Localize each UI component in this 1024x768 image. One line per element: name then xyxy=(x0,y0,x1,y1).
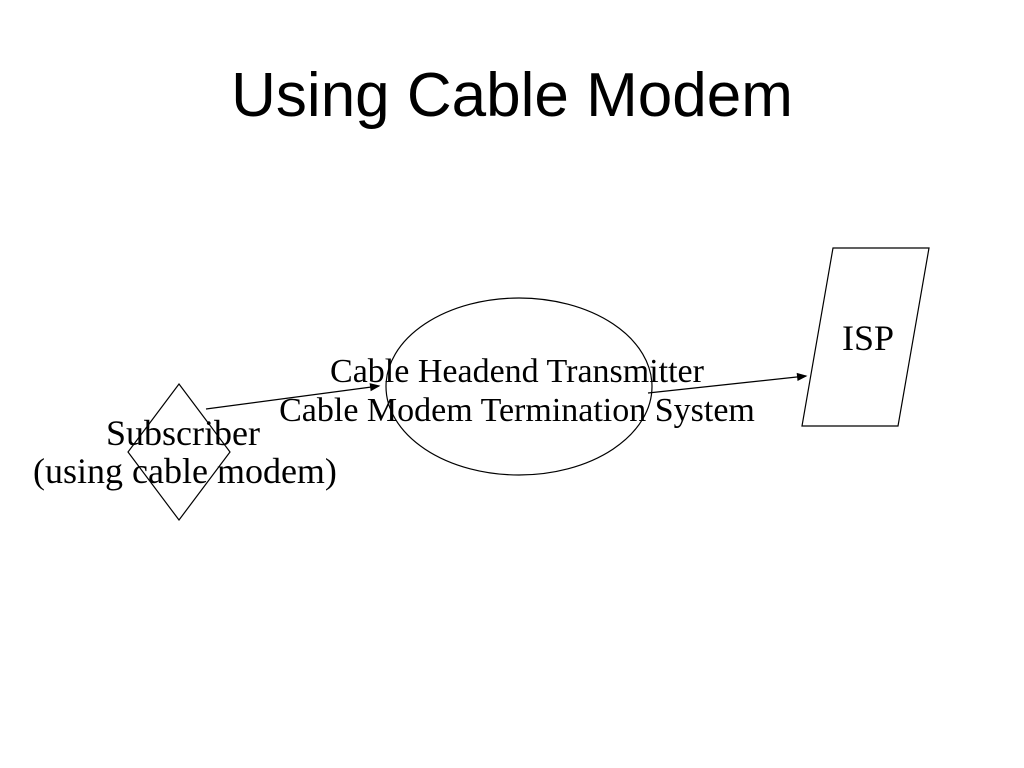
headend-ellipse-shape xyxy=(385,297,653,476)
arrow-subscriber-to-headend xyxy=(205,383,381,410)
headend-label: Cable Headend Transmitter Cable Modem Te… xyxy=(267,352,767,430)
headend-label-line2: Cable Modem Termination System xyxy=(279,392,755,429)
isp-label: ISP xyxy=(818,318,918,358)
subscriber-diamond-shape xyxy=(127,383,231,521)
isp-parallelogram-shape xyxy=(801,247,930,427)
arrow-headend-to-isp xyxy=(647,372,808,394)
subscriber-label-line2: (using cable modem) xyxy=(33,451,337,491)
headend-label-line1: Cable Headend Transmitter xyxy=(330,353,704,390)
isp-label-text: ISP xyxy=(841,318,895,358)
subscriber-label: Subscriber (using cable modem) xyxy=(33,413,337,491)
slide-title: Using Cable Modem xyxy=(231,61,793,130)
subscriber-label-line1: Subscriber xyxy=(106,413,260,453)
